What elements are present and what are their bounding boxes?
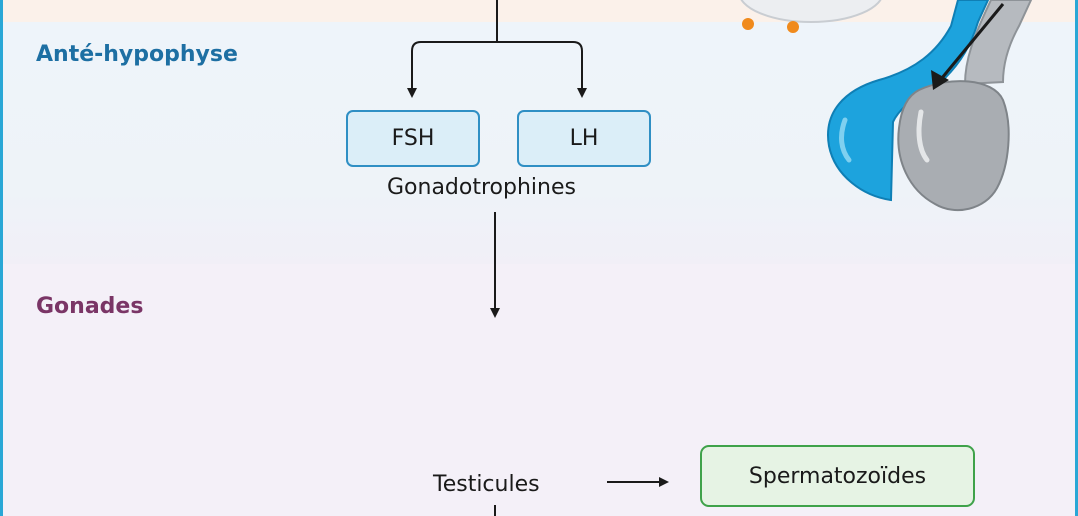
gonadotrophines-label: Gonadotrophines xyxy=(387,175,576,200)
hormone-label-lh: LH xyxy=(569,126,599,151)
spermatozoides-label: Spermatozoïdes xyxy=(748,463,927,489)
testicules-label: Testicules xyxy=(433,472,540,497)
hormone-box-fsh: FSH xyxy=(346,110,480,167)
connector-branch-fsh xyxy=(407,41,497,98)
spermatozoides-box: Spermatozoïdes xyxy=(700,445,975,507)
hormone-label-fsh: FSH xyxy=(391,126,435,151)
section-label-gonades: Gonades xyxy=(36,294,144,319)
section-label-ante-hypophyse: Anté-hypophyse xyxy=(36,42,238,67)
hormone-dot xyxy=(787,21,799,33)
diagram-connectors xyxy=(407,0,1033,516)
hormone-box-lh: LH xyxy=(517,110,651,167)
connector-branch-lh xyxy=(497,41,587,98)
hormone-dot xyxy=(742,18,754,30)
pituitary-gland-icon xyxy=(740,0,1033,212)
